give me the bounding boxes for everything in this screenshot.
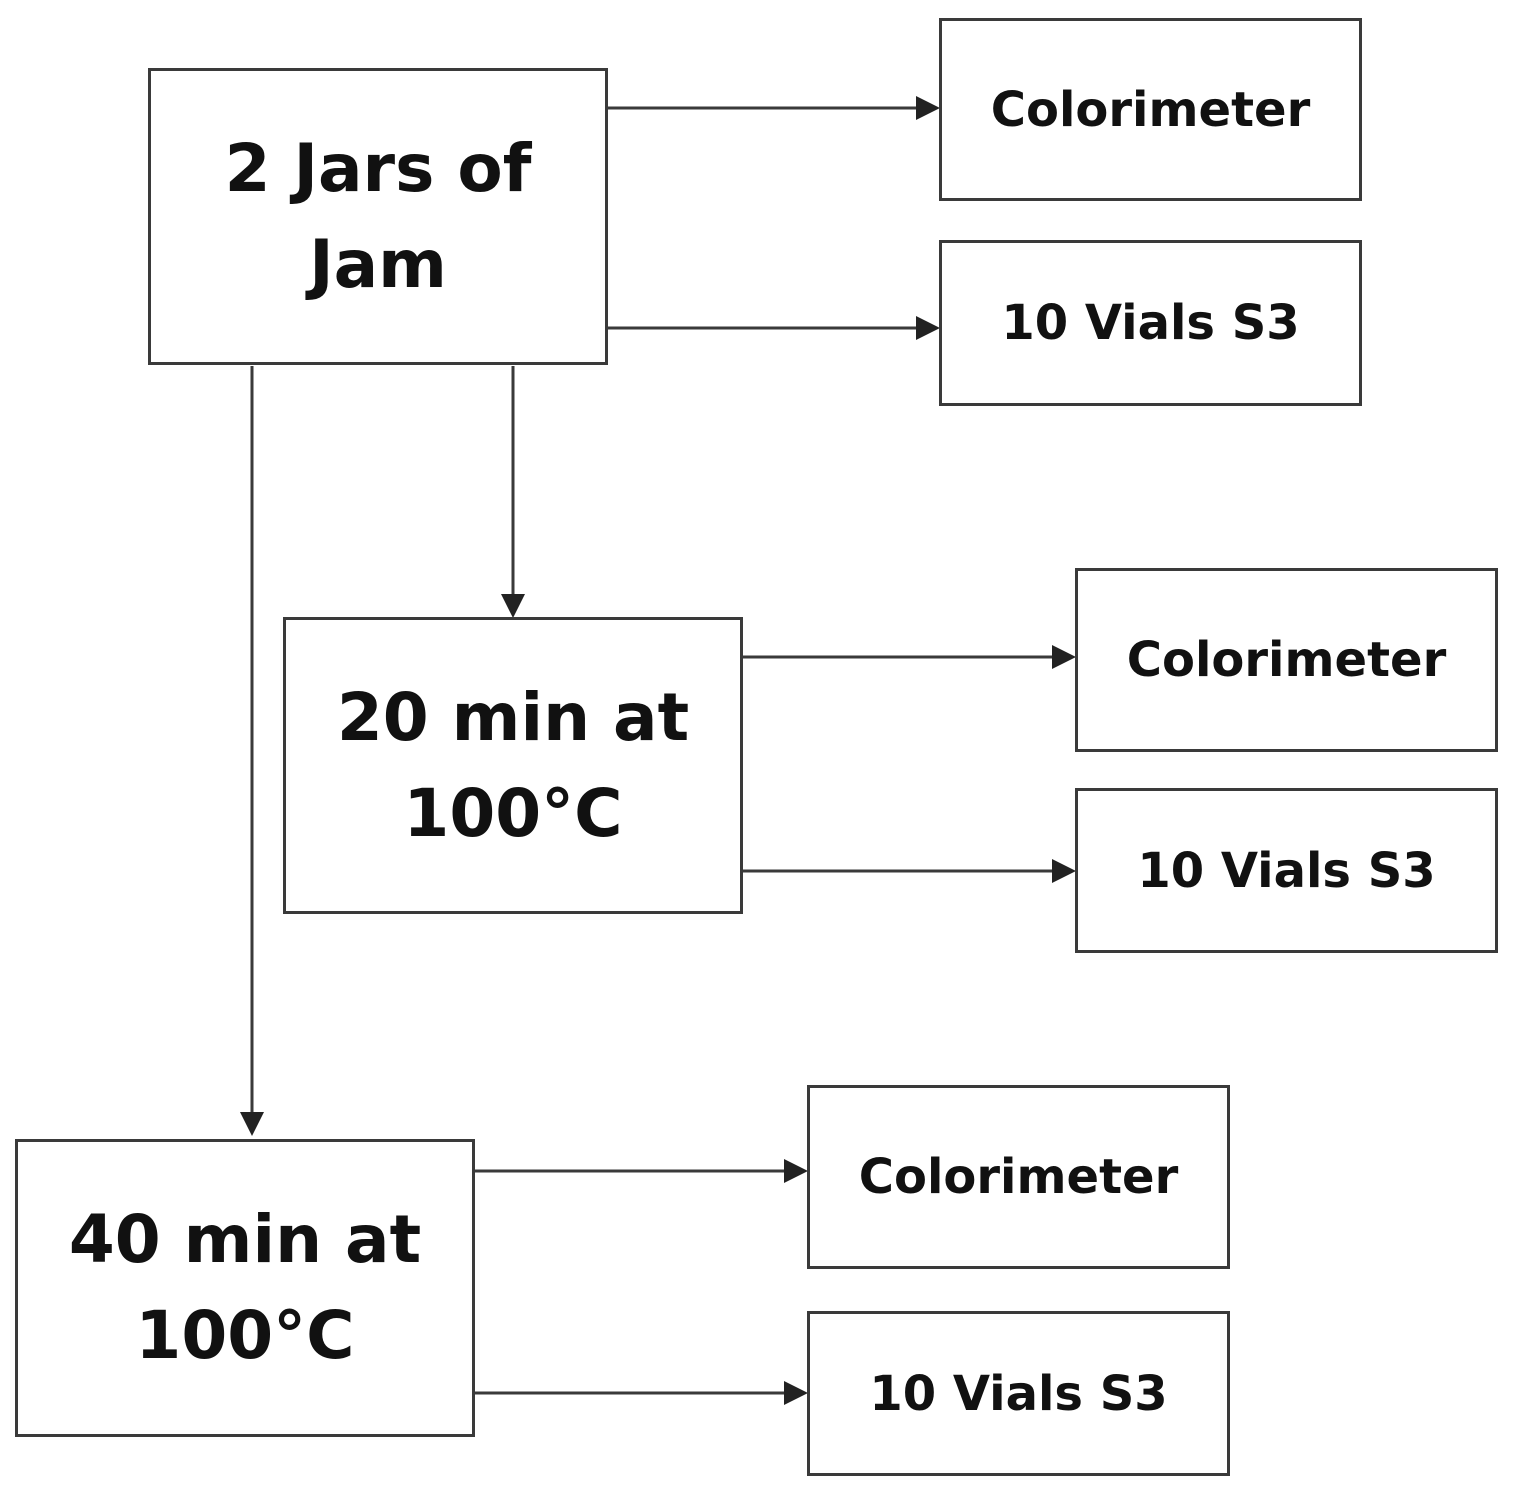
node-20-min-line-1: 20 min at xyxy=(336,678,690,756)
node-step40-vials: 10 Vials S3 xyxy=(807,1311,1230,1476)
node-step40-vials-label: 10 Vials S3 xyxy=(869,1365,1168,1422)
arrowhead-start-to-vials xyxy=(916,316,940,340)
arrowhead-step20-to-colorimeter xyxy=(1052,645,1076,669)
node-20-min-line-2: 100°C xyxy=(403,774,623,852)
node-start-vials: 10 Vials S3 xyxy=(939,240,1362,406)
node-20-min-at-100c: 20 min at 100°C xyxy=(283,617,743,914)
node-2-jars-of-jam-line-1: 2 Jars of xyxy=(224,129,532,207)
node-40-min-line-1: 40 min at xyxy=(68,1201,422,1278)
node-step20-vials: 10 Vials S3 xyxy=(1075,788,1498,953)
node-step40-colorimeter-label: Colorimeter xyxy=(858,1149,1179,1205)
arrowhead-step20-to-vials xyxy=(1052,859,1076,883)
node-start-colorimeter: Colorimeter xyxy=(939,18,1362,201)
node-step20-vials-label: 10 Vials S3 xyxy=(1137,842,1436,899)
node-step20-colorimeter: Colorimeter xyxy=(1075,568,1498,752)
arrowhead-start-to-step20 xyxy=(501,594,525,618)
node-start-vials-label: 10 Vials S3 xyxy=(1001,295,1300,351)
arrowhead-start-to-colorimeter xyxy=(916,96,940,120)
arrowhead-step40-to-colorimeter xyxy=(784,1159,808,1183)
node-2-jars-of-jam-line-2: Jam xyxy=(309,225,447,303)
node-start-colorimeter-label: Colorimeter xyxy=(990,81,1311,138)
arrowhead-start-to-step40 xyxy=(240,1112,264,1136)
node-step40-colorimeter: Colorimeter xyxy=(807,1085,1230,1269)
node-40-min-line-2: 100°C xyxy=(135,1297,355,1374)
node-step20-colorimeter-label: Colorimeter xyxy=(1126,632,1447,688)
node-2-jars-of-jam: 2 Jars of Jam xyxy=(148,68,608,365)
node-40-min-at-100c: 40 min at 100°C xyxy=(15,1139,475,1437)
arrowhead-step40-to-vials xyxy=(784,1381,808,1405)
